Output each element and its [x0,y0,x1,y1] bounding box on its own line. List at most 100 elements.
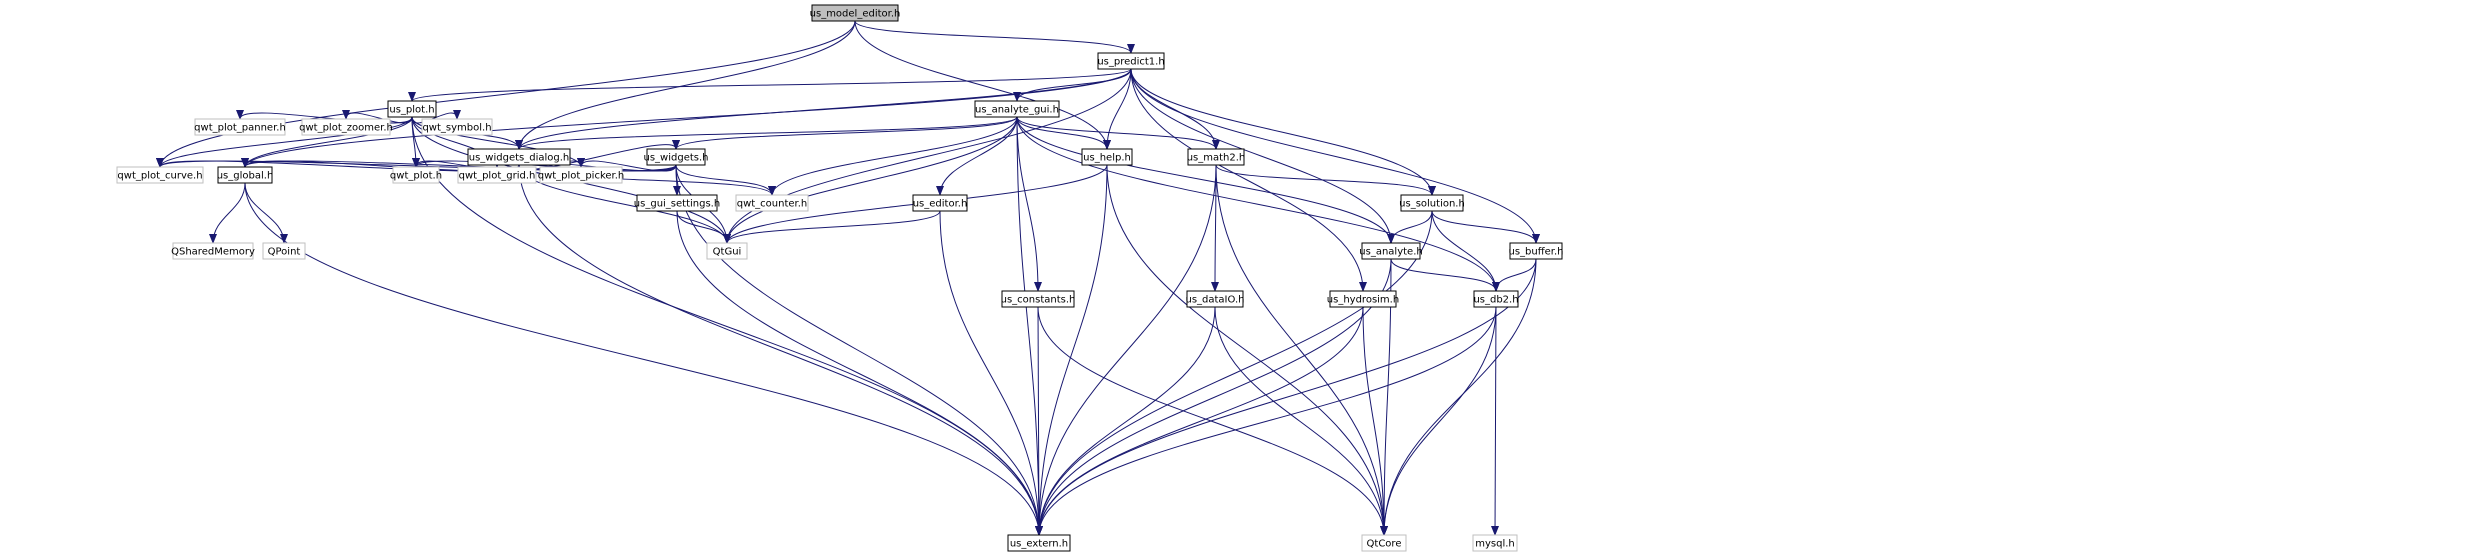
node-label: us_widgets_dialog.h [469,153,570,164]
node-label: us_help.h [1083,153,1131,164]
edge-us_math2-to-us_solution [1215,164,1436,196]
node-mysql: mysql.h [1472,534,1518,552]
node-box [172,242,254,260]
node-box [217,166,273,184]
node-us_analyte[interactable]: us_analyte.h [1359,242,1423,260]
edge-us_analyte_gui-to-us_constants [1016,116,1042,292]
node-label: us_hydrosim.h [1327,295,1399,306]
node-us_db2[interactable]: us_db2.h [1473,290,1519,308]
node-label: qwt_counter.h [737,199,808,210]
edge-us_predict1-to-us_hydrosim [1130,68,1367,292]
edge-us_buffer-to-QtCore [1380,258,1537,536]
edge-us_widgets_dialog-to-us_extern [518,164,1043,536]
edge-us_widgets-to-qwt_plot_picker [577,157,677,172]
node-us_model_editor[interactable]: us_model_editor.h [810,4,901,22]
node-qwt_symbol: qwt_symbol.h [421,118,493,136]
node-us_editor[interactable]: us_editor.h [912,194,968,212]
node-us_widgets[interactable]: us_widgets.h [644,148,709,166]
edge-us_plot-to-qwt_plot_panner [236,109,413,124]
node-label: us_global.h [217,171,274,182]
node-box [1400,194,1464,212]
node-qwt_plot_picker: qwt_plot_picker.h [538,166,624,184]
edge-us_predict1-to-us_analyte_gui [1013,68,1132,102]
edge-us_global-to-us_extern [244,182,1043,536]
node-us_buffer[interactable]: us_buffer.h [1509,242,1564,260]
edge-us_predict1-to-us_global [241,68,1132,168]
edge-us_analyte_gui-to-us_widgets [672,116,1018,150]
edge-us_help-to-us_extern [1035,164,1108,536]
node-us_help[interactable]: us_help.h [1081,148,1133,166]
edge-us_widgets-to-qwt_plot [412,157,677,172]
node-label: us_db2.h [1473,295,1518,306]
node-qwt_plot_curve: qwt_plot_curve.h [116,166,204,184]
node-label: us_extern.h [1010,539,1068,550]
node-us_predict1[interactable]: us_predict1.h [1097,52,1165,70]
node-us_dataIO[interactable]: us_dataIO.h [1185,290,1245,308]
node-box [646,148,706,166]
edge-us_analyte_gui-to-us_help [1016,116,1111,150]
node-box [421,118,493,136]
edge-us_analyte_gui-to-us_widgets_dialog [515,116,1018,150]
node-qwt_counter: qwt_counter.h [735,194,809,212]
edge-us_predict1-to-QtGui [723,68,1132,244]
node-QSharedMemory: QSharedMemory [171,242,255,260]
node-label: QSharedMemory [171,247,255,258]
node-box [539,166,623,184]
node-box [1361,242,1421,260]
node-qwt_plot: qwt_plot.h [390,166,442,184]
node-box [811,4,899,22]
node-label: us_constants.h [1001,295,1076,306]
node-box [1472,534,1518,552]
edge-us_db2-to-mysql [1491,306,1500,536]
node-label: us_gui_settings.h [634,199,720,210]
node-box [387,100,437,118]
node-us_math2[interactable]: us_math2.h [1187,148,1246,166]
node-label: us_editor.h [913,199,968,210]
node-box [1097,52,1165,70]
node-label: qwt_plot_curve.h [117,171,202,182]
node-us_solution[interactable]: us_solution.h [1399,194,1465,212]
node-us_analyte_gui[interactable]: us_analyte_gui.h [974,100,1060,118]
node-label: QPoint [268,247,301,258]
edge-us_analyte_gui-to-QtGui [723,116,1018,244]
edge-us_plot-to-qwt_plot_picker [411,116,585,168]
edge-us_db2-to-us_extern [1035,306,1497,536]
node-label: mysql.h [1475,539,1515,550]
node-box [301,118,391,136]
edge-us_model_editor-to-qwt_plot_curve [156,20,856,168]
node-qwt_plot_grid: qwt_plot_grid.h [457,166,537,184]
node-box [636,194,718,212]
node-box [1001,290,1075,308]
node-us_extern[interactable]: us_extern.h [1007,534,1071,552]
node-us_plot[interactable]: us_plot.h [387,100,437,118]
node-us_constants[interactable]: us_constants.h [1001,290,1076,308]
node-box [1473,290,1519,308]
node-label: QtCore [1367,539,1402,550]
node-qwt_plot_panner: qwt_plot_panner.h [194,118,286,136]
node-us_widgets_dialog[interactable]: us_widgets_dialog.h [467,148,571,166]
node-label: us_plot.h [389,105,434,116]
edge-us_model_editor-to-us_predict1 [854,20,1135,54]
node-label: us_analyte.h [1359,247,1422,258]
edge-us_math2-to-us_dataIO [1211,164,1220,292]
node-label: us_solution.h [1399,199,1465,210]
node-us_hydrosim[interactable]: us_hydrosim.h [1327,290,1399,308]
node-box [467,148,571,166]
node-us_global[interactable]: us_global.h [217,166,274,184]
node-QtCore: QtCore [1361,534,1407,552]
edge-us_editor-to-us_extern [939,210,1043,536]
node-us_gui_settings[interactable]: us_gui_settings.h [634,194,720,212]
node-box [116,166,204,184]
edge-us_dataIO-to-QtCore [1214,306,1388,536]
edge-us_analyte-to-us_db2 [1390,258,1500,292]
node-box [912,194,968,212]
node-box [457,166,537,184]
edge-us_solution-to-us_db2 [1431,210,1500,292]
edge-us_analyte_gui-to-us_math2 [1016,116,1220,150]
node-box [1007,534,1071,552]
node-box [1329,290,1397,308]
edge-us_widgets-to-us_extern [675,164,1043,536]
node-box [706,242,748,260]
edge-us_constants-to-us_extern [1034,306,1043,536]
edge-us_buffer-to-us_extern [1035,258,1537,536]
